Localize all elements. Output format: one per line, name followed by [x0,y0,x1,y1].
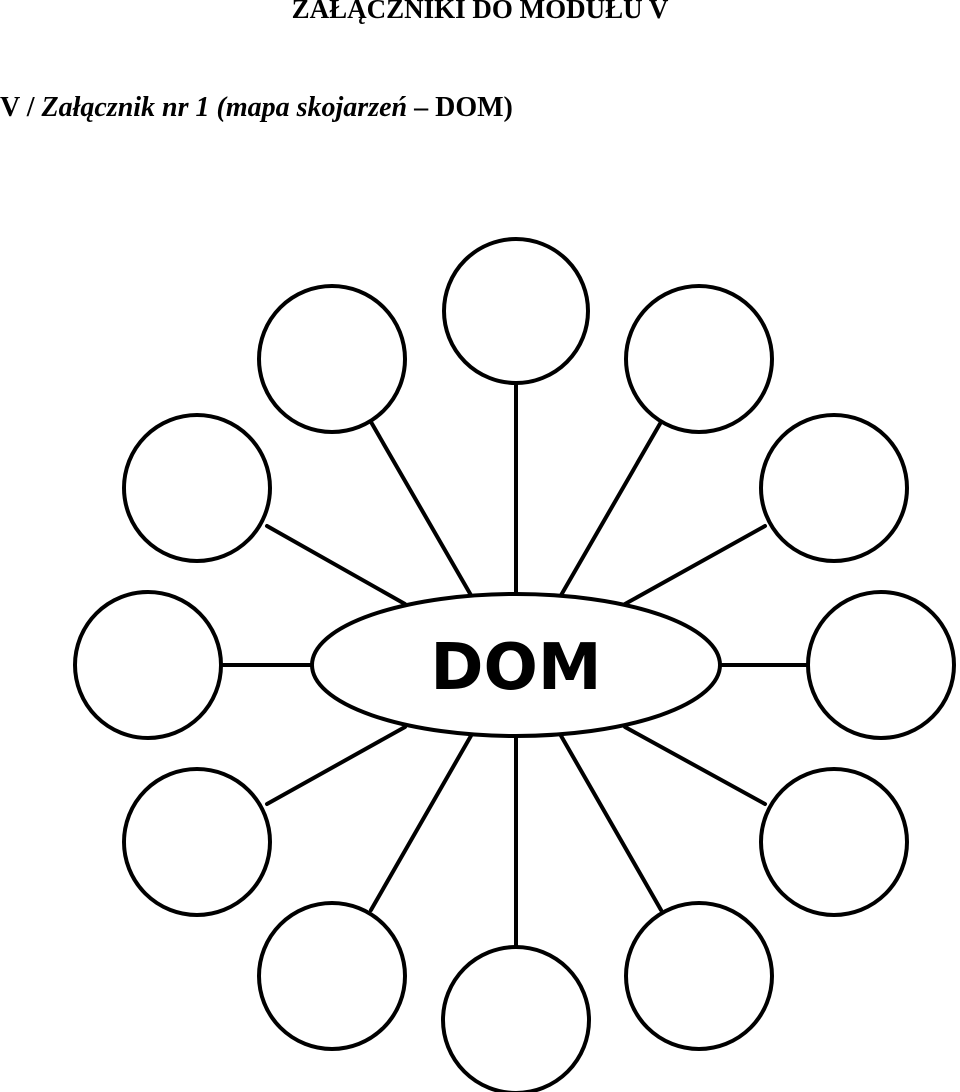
center-label: DOM [430,631,601,705]
connector-left-upper [265,524,407,606]
connector-right-upper [623,524,767,606]
node-right [806,590,956,740]
node-top-right [624,284,774,434]
node-top-left [257,284,407,434]
center-node [310,592,722,738]
connector-top-left [369,420,474,599]
module-title: ZAŁĄCZNIKI DO MODUŁU V [291,0,669,24]
connector-top-right [558,420,663,599]
attachment-title: V / Załącznik nr 1 (mapa skojarzeń – DOM… [0,92,513,124]
node-left-lower [122,767,272,917]
node-bottom-right [624,901,774,1051]
node-bottom-left [257,901,407,1051]
connector-bottom-left [369,732,474,912]
node-top [442,237,590,385]
node-bottom [441,945,591,1092]
node-left-upper [122,413,272,563]
attachment-name: Załącznik nr 1 (mapa skojarzeń [41,92,408,123]
connector-left-lower [265,725,407,806]
attachment-prefix: V / [0,92,42,123]
attachment-suffix: – DOM) [407,92,513,123]
node-right-lower [759,767,909,917]
outer-nodes [73,237,956,1092]
node-left [73,590,223,740]
connectors [220,380,810,950]
connector-right-lower [623,725,767,806]
connector-bottom-right [558,732,663,912]
node-right-upper [759,413,909,563]
